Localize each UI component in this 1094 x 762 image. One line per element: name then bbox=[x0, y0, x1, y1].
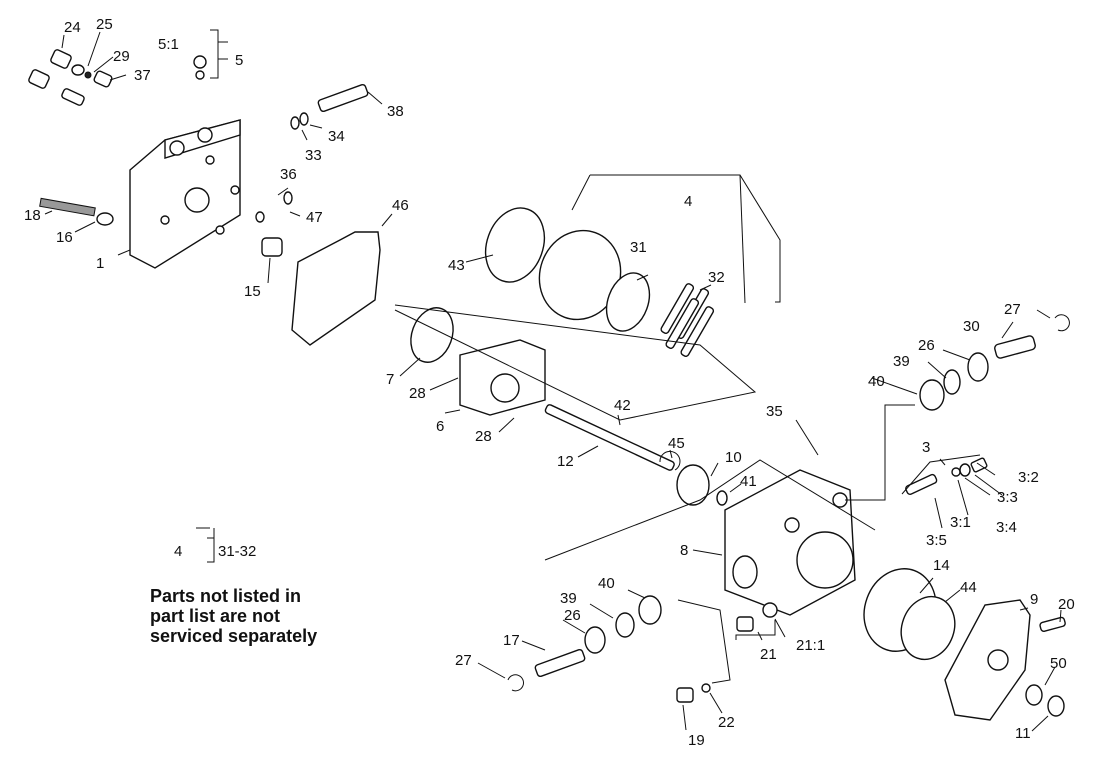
parts-note: Parts not listed in part list are not se… bbox=[150, 586, 317, 646]
callout-44: 44 bbox=[960, 579, 977, 596]
callout-10: 10 bbox=[725, 449, 742, 466]
needle-bearing bbox=[919, 379, 945, 411]
callout-20: 20 bbox=[1058, 596, 1075, 613]
bearing bbox=[676, 464, 710, 506]
input-shaft bbox=[544, 404, 675, 471]
main-housing bbox=[724, 469, 856, 616]
parts-note-line-1: Parts not listed in bbox=[150, 586, 302, 606]
callout-24: 24 bbox=[64, 19, 81, 36]
callout-26-right: 26 bbox=[918, 337, 935, 354]
callout-11: 11 bbox=[1015, 725, 1031, 742]
legend-key: 4 bbox=[174, 543, 182, 560]
callout-16: 16 bbox=[56, 229, 73, 246]
callout-3-5: 3:5 bbox=[926, 532, 947, 549]
callout-4: 4 bbox=[684, 193, 692, 210]
callout-27-left: 27 bbox=[455, 652, 472, 669]
legend-range: 31-32 bbox=[218, 543, 256, 560]
callout-41: 41 bbox=[740, 473, 757, 490]
callout-40-left: 40 bbox=[598, 575, 615, 592]
parts-note-line-3: serviced separately bbox=[150, 626, 318, 646]
thrust-washer bbox=[410, 307, 454, 363]
callout-26-left: 26 bbox=[564, 607, 581, 624]
callout-19: 19 bbox=[688, 732, 705, 749]
callout-38: 38 bbox=[387, 103, 404, 120]
callout-37: 37 bbox=[134, 67, 151, 84]
callout-39-right: 39 bbox=[893, 353, 910, 370]
parts-note-line-2: part list are not bbox=[150, 606, 281, 626]
gasket bbox=[291, 231, 381, 346]
callout-6: 6 bbox=[436, 418, 444, 435]
callout-21-1: 21:1 bbox=[796, 637, 825, 654]
callout-33: 33 bbox=[305, 147, 322, 164]
callout-27-right: 27 bbox=[1004, 301, 1021, 318]
callout-39-left: 39 bbox=[560, 590, 577, 607]
callout-42: 42 bbox=[614, 397, 631, 414]
valve-plate bbox=[484, 207, 546, 283]
callout-29: 29 bbox=[113, 48, 130, 65]
callout-3: 3 bbox=[922, 439, 930, 456]
callout-43: 43 bbox=[448, 257, 465, 274]
callout-50: 50 bbox=[1050, 655, 1067, 672]
callout-15: 15 bbox=[244, 283, 261, 300]
callout-31: 31 bbox=[630, 239, 647, 256]
callout-40-right: 40 bbox=[868, 373, 885, 390]
callout-25: 25 bbox=[96, 16, 113, 33]
callout-9: 9 bbox=[1030, 591, 1038, 608]
callout-22: 22 bbox=[718, 714, 735, 731]
callout-36: 36 bbox=[280, 166, 297, 183]
callout-3-3: 3:3 bbox=[997, 489, 1018, 506]
callout-7: 7 bbox=[386, 371, 394, 388]
callout-30: 30 bbox=[963, 318, 980, 335]
callout-5: 5 bbox=[235, 52, 243, 69]
callout-34: 34 bbox=[328, 128, 345, 145]
end-cap-housing bbox=[129, 119, 241, 269]
callout-35: 35 bbox=[766, 403, 783, 420]
callout-18: 18 bbox=[24, 207, 41, 224]
callout-28-top: 28 bbox=[409, 385, 426, 402]
callout-47: 47 bbox=[306, 209, 323, 226]
callout-12: 12 bbox=[557, 453, 574, 470]
callout-5-1: 5:1 bbox=[158, 36, 179, 53]
fittings-group bbox=[28, 49, 369, 257]
leader-lines bbox=[44, 29, 1062, 732]
trunnion-shaft bbox=[534, 648, 586, 678]
callout-14: 14 bbox=[933, 557, 950, 574]
charge-gear bbox=[900, 595, 956, 661]
callout-46: 46 bbox=[392, 197, 409, 214]
callout-28-bottom: 28 bbox=[475, 428, 492, 445]
callout-3-4: 3:4 bbox=[996, 519, 1017, 536]
callout-45: 45 bbox=[668, 435, 685, 452]
callout-3-1: 3:1 bbox=[950, 514, 971, 531]
callout-1: 1 bbox=[96, 255, 104, 272]
callout-8: 8 bbox=[680, 542, 688, 559]
callout-21: 21 bbox=[760, 646, 777, 663]
callout-17: 17 bbox=[503, 632, 520, 649]
callout-32: 32 bbox=[708, 269, 725, 286]
cylinder-block-kit bbox=[538, 229, 715, 357]
callout-3-2: 3:2 bbox=[1018, 469, 1039, 486]
